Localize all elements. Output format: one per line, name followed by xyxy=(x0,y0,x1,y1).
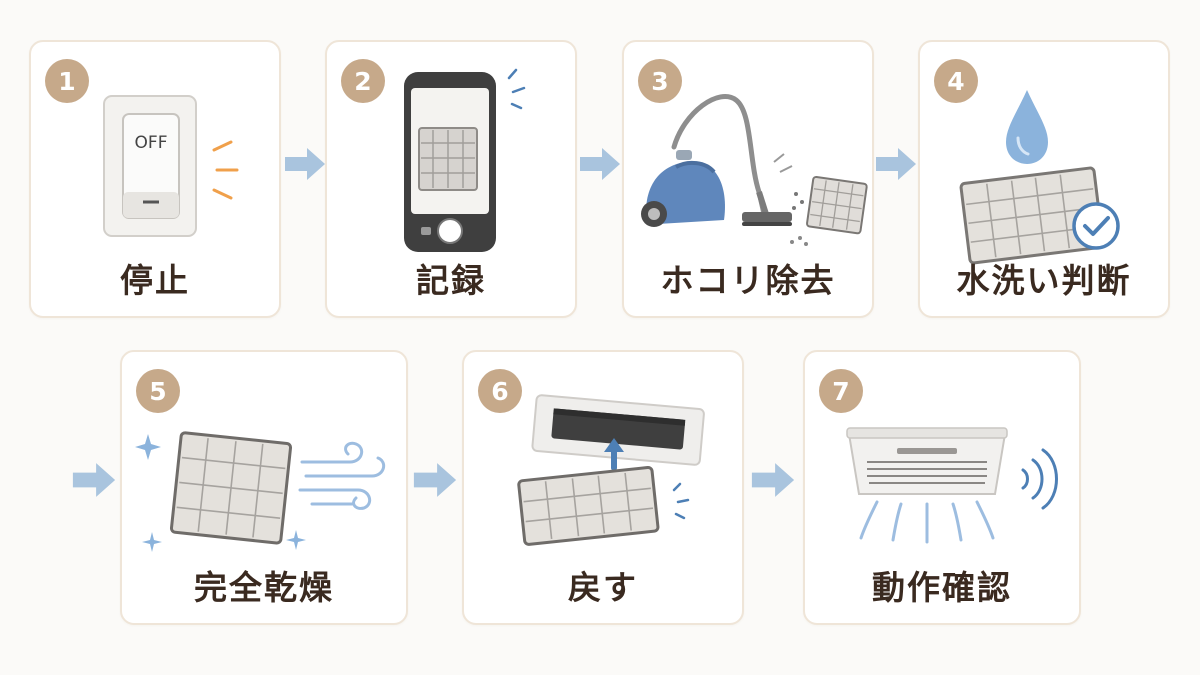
flow-arrow-icon xyxy=(876,148,916,180)
vacuum-cleaner-icon xyxy=(641,94,868,246)
step-number-badge: 2 xyxy=(341,59,385,103)
step-card-5: 5 完全乾燥 xyxy=(120,350,408,625)
step-card-6: 6 戻す xyxy=(462,350,744,625)
step-label: 停止 xyxy=(120,261,190,300)
step-number-badge: 5 xyxy=(136,369,180,413)
flow-arrow-icon xyxy=(413,463,457,497)
step-number-badge: 7 xyxy=(819,369,863,413)
step-label: 記録 xyxy=(416,261,486,300)
step-label: 完全乾燥 xyxy=(194,568,334,607)
step-label: 水洗い判断 xyxy=(956,261,1132,300)
step-card-1: 1 OFF 停止 xyxy=(29,40,281,318)
step-number-badge: 4 xyxy=(934,59,978,103)
flow-arrow-icon xyxy=(580,148,620,180)
step-card-7: 7 動作確認 xyxy=(803,350,1081,625)
step-card-2: 2 記録 xyxy=(325,40,577,318)
step-label: ホコリ除去 xyxy=(660,261,836,300)
step-number-badge: 6 xyxy=(478,369,522,413)
water-drop-filter-icon xyxy=(959,90,1120,265)
step-card-4: 4 水洗い判断 xyxy=(918,40,1170,318)
smartphone-camera-icon xyxy=(404,68,526,252)
flow-arrow-icon xyxy=(285,148,325,180)
step-label: 戻す xyxy=(568,568,638,607)
drying-filter-icon xyxy=(135,431,386,552)
step-card-3: 3 ホコリ除去 xyxy=(622,40,874,318)
switch-off-text: OFF xyxy=(135,133,168,153)
step-number-badge: 1 xyxy=(45,59,89,103)
flow-arrow-icon xyxy=(751,463,795,497)
power-switch-icon: OFF xyxy=(103,95,239,237)
air-conditioner-icon xyxy=(846,427,1058,544)
flow-arrow-icon xyxy=(72,463,116,497)
filter-reinstall-icon xyxy=(517,394,705,546)
check-circle-icon xyxy=(1072,202,1120,250)
step-number-badge: 3 xyxy=(638,59,682,103)
step-label: 動作確認 xyxy=(872,568,1012,607)
